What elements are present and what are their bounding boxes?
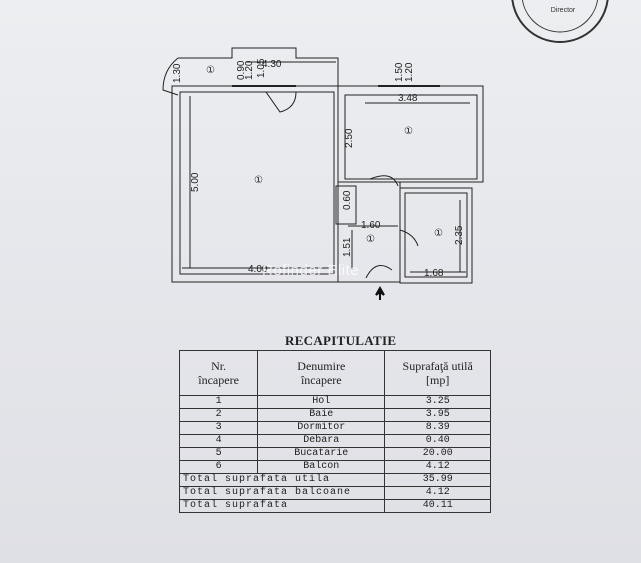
dim-bath-height: 2.35 — [454, 225, 465, 245]
storage-wall — [335, 185, 357, 225]
table-row: 2 Baie 3.95 — [178, 408, 491, 422]
table-row: 5 Bucatarie 20.00 — [178, 447, 491, 461]
total-row: Total suprafata utila 35.99 — [178, 473, 491, 487]
cell-denumire: Balcon — [257, 460, 386, 474]
dim-window-c: 1.05 — [256, 58, 267, 78]
door-swing — [265, 91, 297, 113]
cell-suprafata: 4.12 — [384, 460, 491, 474]
dim-kitchen-window-b: 1.20 — [404, 62, 415, 82]
total-value: 35.99 — [384, 473, 491, 487]
table-row: 1 Hol 3.25 — [178, 395, 491, 409]
total-label: Total suprafata — [178, 499, 386, 513]
total-value: 40.11 — [384, 499, 491, 513]
room-marker-kitchen: ① — [404, 126, 413, 137]
dim-window-a: 0.90 — [236, 60, 247, 80]
cell-denumire: Debara — [257, 434, 386, 448]
cell-nr: 3 — [178, 421, 259, 435]
cell-suprafata: 0.40 — [384, 434, 491, 448]
cell-suprafata: 20.00 — [384, 447, 491, 461]
floor-plan: 4.30 1.30 0.90 1.20 1.05 3.48 1.50 1.20 … — [162, 47, 484, 300]
total-row: Total suprafata 40.11 — [178, 499, 491, 513]
dim-living-height: 5.00 — [190, 172, 201, 192]
dim-bath-width: 1.68 — [424, 268, 444, 279]
watermark: Rofinder Elite — [262, 262, 360, 279]
cell-denumire: Baie — [257, 408, 386, 422]
dim-top-width: 4.30 — [262, 59, 282, 70]
room-marker-living: ① — [254, 175, 263, 186]
dim-kitchen-window-a: 1.50 — [394, 62, 405, 82]
cell-denumire: Dormitor — [257, 421, 386, 435]
kitchen-inner — [344, 94, 478, 180]
living-room-inner — [179, 91, 335, 275]
cell-denumire: Bucatarie — [257, 447, 386, 461]
total-row: Total suprafata balcoane 4.12 — [178, 486, 491, 500]
dim-kitchen-width: 3.48 — [398, 93, 418, 104]
door-swing-entry — [365, 265, 393, 279]
cell-denumire: Hol — [257, 395, 386, 409]
cell-suprafata: 8.39 — [384, 421, 491, 435]
hall-wall — [337, 181, 401, 283]
table-title: RECAPITULATIE — [285, 333, 397, 348]
cell-nr: 6 — [178, 460, 259, 474]
door-swing-kitchen — [369, 175, 399, 187]
room-marker-bath: ① — [434, 228, 443, 239]
dim-kitchen-depth: 2.50 — [344, 128, 355, 148]
cell-nr: 1 — [178, 395, 259, 409]
dim-hall-width: 1.60 — [361, 220, 381, 231]
total-value: 4.12 — [384, 486, 491, 500]
cell-suprafata: 3.25 — [384, 395, 491, 409]
entry-arrow-icon — [375, 285, 385, 300]
header-suprafata: Suprafaţă utilă[mp] — [384, 350, 491, 396]
table-row: 4 Debara 0.40 — [178, 434, 491, 448]
cell-nr: 4 — [178, 434, 259, 448]
room-marker-hall: ① — [366, 234, 375, 245]
header-nr: Nr.încapere — [178, 350, 259, 396]
cadastral-stamp: Director — [511, 0, 609, 43]
dim-hall-depth: 1.51 — [342, 237, 353, 257]
dim-living-width: 4.00 — [248, 264, 268, 275]
dim-storage: 0.60 — [342, 190, 353, 210]
room-marker-balcony: ① — [206, 65, 215, 76]
balcony-wall — [162, 57, 179, 96]
total-label: Total suprafata utila — [178, 473, 386, 487]
cell-suprafata: 3.95 — [384, 408, 491, 422]
dim-balcony-depth: 1.30 — [172, 63, 183, 83]
cell-nr: 2 — [178, 408, 259, 422]
dim-window-b: 1.20 — [244, 60, 255, 80]
bathroom-inner — [404, 192, 468, 278]
door-swing-bath — [399, 229, 419, 247]
table-row: 3 Dormitor 8.39 — [178, 421, 491, 435]
total-label: Total suprafata balcoane — [178, 486, 386, 500]
table-row: 6 Balcon 4.12 — [178, 460, 491, 474]
stamp-inner-text: Director — [551, 7, 576, 14]
cell-nr: 5 — [178, 447, 259, 461]
